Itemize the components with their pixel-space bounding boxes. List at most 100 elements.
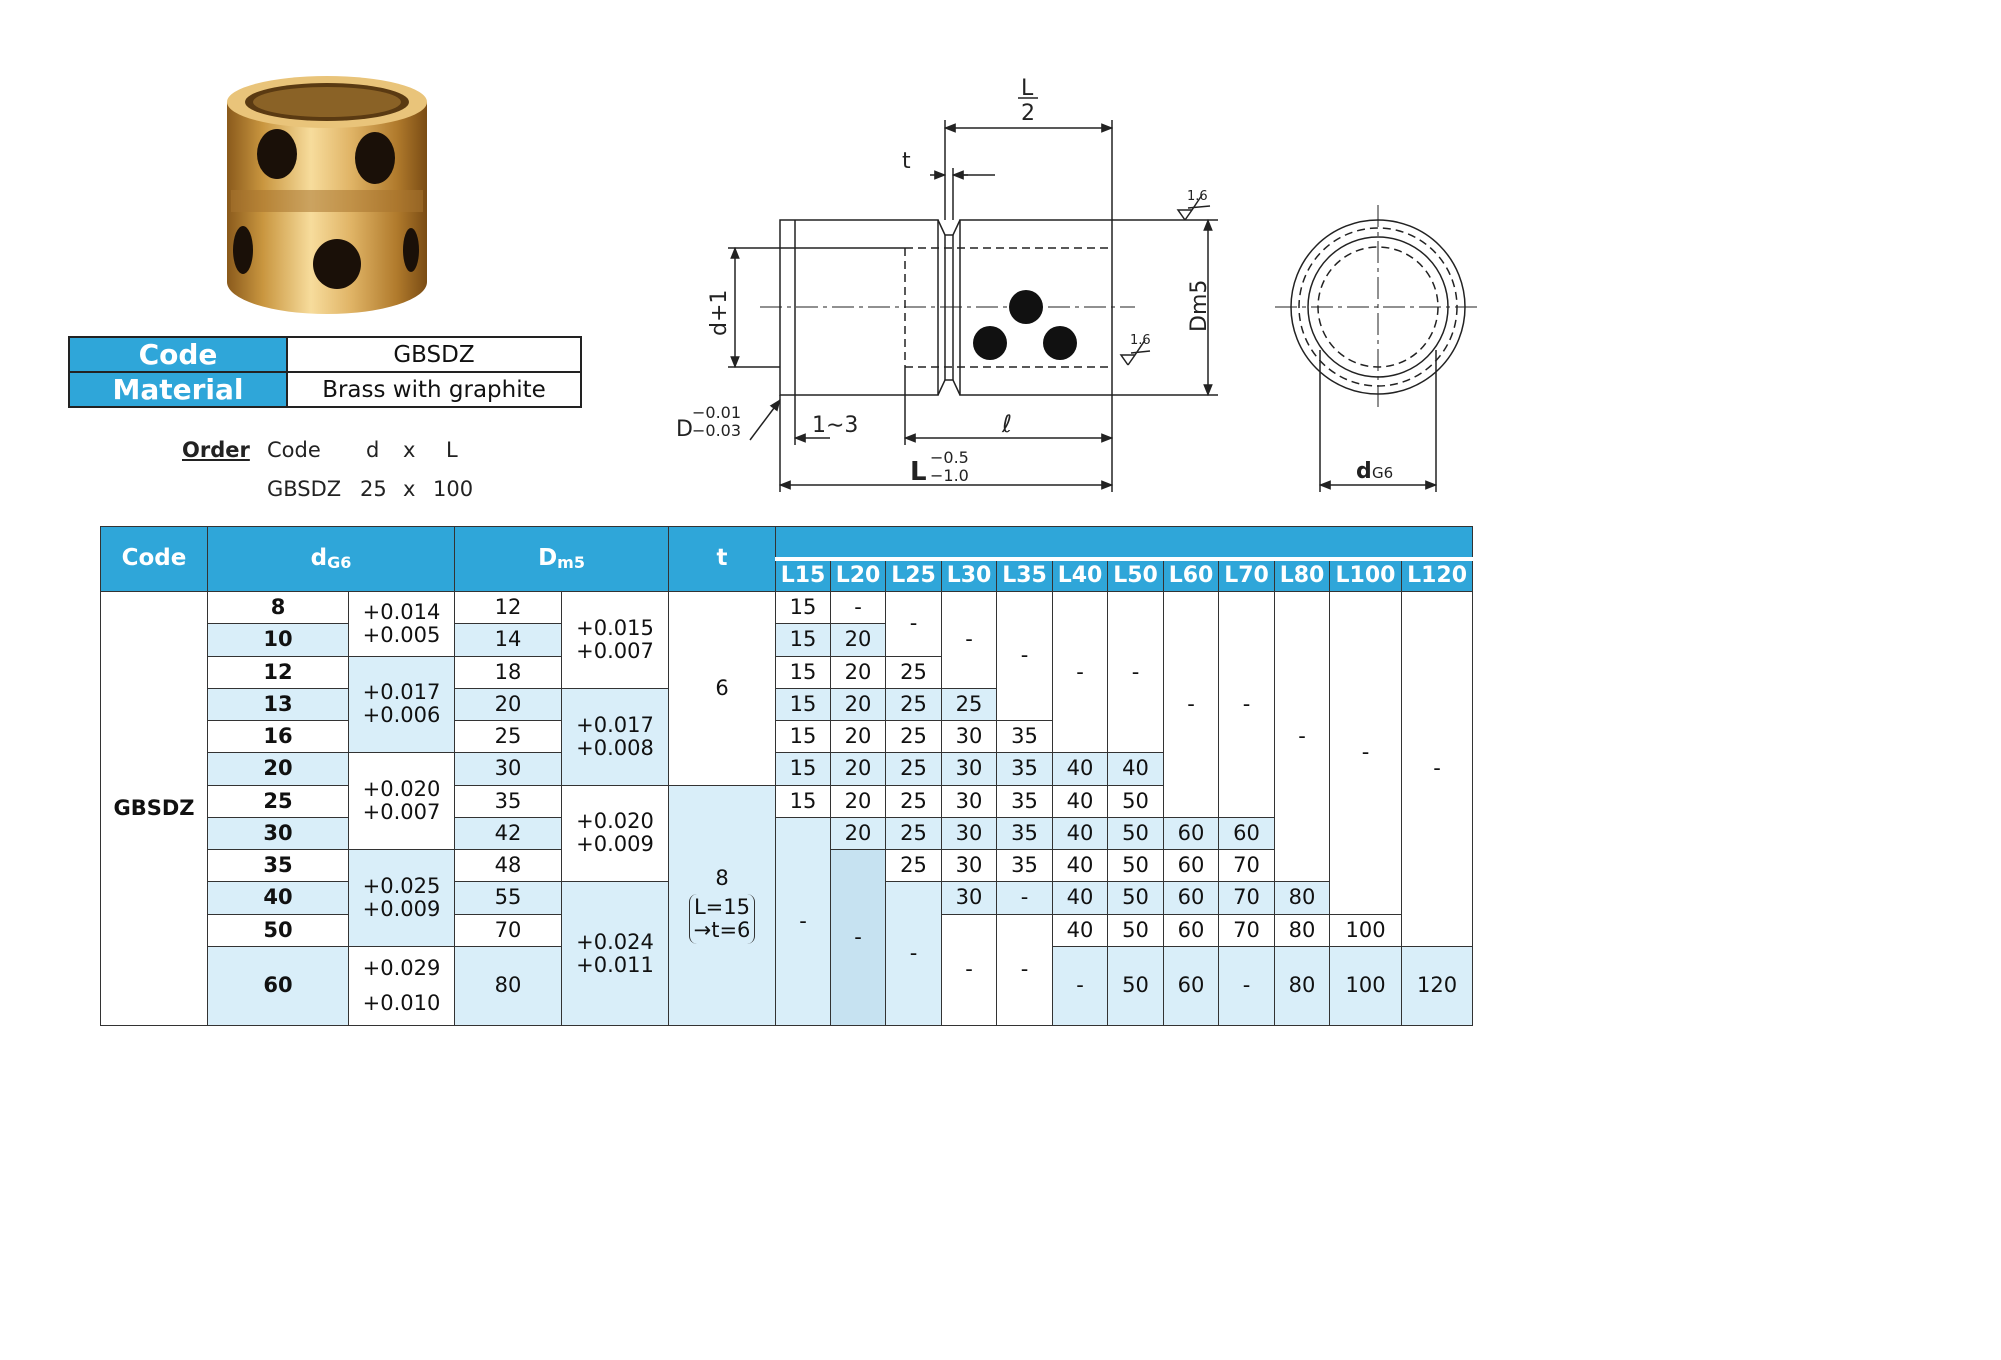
dim-D-upper-tol: −0.01 bbox=[692, 403, 741, 422]
D-cell: 30 bbox=[454, 752, 563, 786]
dim-L-half-den: 2 bbox=[1021, 101, 1035, 126]
len-cell: 25 bbox=[941, 687, 998, 722]
len-cell: 80 bbox=[1274, 881, 1331, 915]
len-cell: - bbox=[830, 849, 887, 1026]
len-cell: 80 bbox=[1274, 913, 1331, 947]
len-cell: 40 bbox=[1107, 752, 1165, 786]
len-cell: 30 bbox=[941, 719, 998, 754]
len-cell: 70 bbox=[1218, 881, 1276, 915]
len-cell: 30 bbox=[941, 752, 998, 786]
D-cell: 80 bbox=[454, 945, 563, 1027]
len-cell: 35 bbox=[996, 848, 1054, 883]
len-cell: 50 bbox=[1107, 913, 1165, 947]
len-cell: 120 bbox=[1401, 945, 1474, 1027]
len-cell: - bbox=[885, 881, 943, 1026]
len-cell: 100 bbox=[1329, 945, 1403, 1027]
len-cell: 20 bbox=[830, 655, 887, 689]
dim-d-plus: d+1 bbox=[707, 290, 732, 336]
D-tol-cell: +0.017+0.008 bbox=[561, 687, 670, 786]
d-cell: 40 bbox=[207, 881, 349, 915]
D-tol-cell: +0.020+0.009 bbox=[561, 784, 670, 883]
order-ex-code: GBSDZ bbox=[267, 477, 342, 501]
header-L120: L120 bbox=[1401, 558, 1474, 592]
len-cell: 20 bbox=[830, 816, 887, 851]
D-cell: 18 bbox=[454, 655, 563, 689]
d-tol-cell: +0.017+0.006 bbox=[347, 655, 456, 754]
header-L20: L20 bbox=[830, 558, 887, 592]
header-L80: L80 bbox=[1274, 558, 1331, 592]
len-cell: - bbox=[885, 591, 943, 657]
D-cell: 55 bbox=[454, 881, 563, 915]
d-cell: 25 bbox=[207, 784, 349, 818]
dim-L-upper-tol: −0.5 bbox=[930, 448, 969, 467]
dim-D-lower-tol: −0.03 bbox=[692, 421, 741, 440]
len-cell: 40 bbox=[1052, 881, 1109, 915]
len-cell: 70 bbox=[1218, 848, 1276, 883]
D-cell: 12 bbox=[454, 590, 563, 625]
d-tol-cell: +0.020+0.007 bbox=[347, 752, 456, 850]
D-cell: 48 bbox=[454, 848, 563, 883]
order-ex-x: x bbox=[403, 477, 416, 501]
order-col-x: x bbox=[403, 438, 416, 462]
dim-range-1-3: 1∼3 bbox=[812, 413, 858, 438]
len-cell: 20 bbox=[830, 623, 887, 657]
table-row: 20 +0.020+0.007 30 15 20 25 30 35 40 40 bbox=[101, 752, 1473, 850]
dim-dG6-sub: G6 bbox=[1372, 464, 1393, 482]
len-cell: 20 bbox=[830, 752, 887, 786]
len-cell: - bbox=[1107, 590, 1165, 754]
d-cell: 13 bbox=[207, 687, 349, 722]
D-cell: 35 bbox=[454, 784, 563, 818]
code-value: GBSDZ bbox=[286, 336, 582, 373]
order-col-d: d bbox=[366, 438, 380, 462]
order-title: Order bbox=[182, 438, 250, 462]
table-row: 12 +0.017+0.006 18 15 20 25 bbox=[101, 655, 1473, 754]
len-cell: - bbox=[1218, 945, 1276, 1027]
len-cell: 60 bbox=[1218, 816, 1276, 851]
D-tol-cell: +0.015+0.007 bbox=[561, 591, 670, 689]
bushing-photo bbox=[227, 76, 427, 314]
len-cell: 50 bbox=[1107, 816, 1165, 851]
len-cell: 20 bbox=[830, 687, 887, 722]
material-value: Brass with graphite bbox=[286, 371, 582, 408]
header-L15: L15 bbox=[775, 558, 832, 592]
len-cell: 60 bbox=[1163, 848, 1220, 883]
len-cell: - bbox=[941, 913, 998, 1026]
len-cell: - bbox=[1401, 591, 1474, 947]
len-cell: - bbox=[830, 590, 887, 625]
spec-table: Code dG6 Dm5 t L15 L20 L25 L30 L35 L40 L… bbox=[100, 526, 1474, 1027]
order-col-code: Code bbox=[267, 438, 321, 462]
len-cell: 40 bbox=[1052, 816, 1109, 851]
len-cell: 50 bbox=[1107, 784, 1165, 818]
len-cell: 40 bbox=[1052, 913, 1109, 947]
D-cell: 25 bbox=[454, 719, 563, 754]
header-lengths-group bbox=[775, 526, 1474, 561]
dim-dG6: d bbox=[1356, 459, 1372, 484]
order-col-L: L bbox=[446, 438, 458, 462]
len-cell: 30 bbox=[941, 784, 998, 818]
header-L25: L25 bbox=[885, 558, 943, 592]
len-cell: 15 bbox=[775, 719, 832, 754]
len-cell: 15 bbox=[775, 623, 832, 657]
len-cell: 30 bbox=[941, 881, 998, 915]
len-cell: 15 bbox=[775, 590, 832, 625]
len-cell: 40 bbox=[1052, 752, 1109, 786]
len-cell: - bbox=[996, 881, 1054, 915]
d-cell: 12 bbox=[207, 655, 349, 689]
header-L30: L30 bbox=[941, 558, 998, 592]
len-cell: 25 bbox=[885, 655, 943, 689]
dim-t: t bbox=[902, 149, 911, 174]
len-cell: 25 bbox=[885, 816, 943, 851]
D-tol-cell: +0.024+0.011 bbox=[561, 881, 670, 1026]
d-tol-cell: +0.025+0.009 bbox=[347, 849, 456, 947]
len-cell: 60 bbox=[1163, 945, 1220, 1027]
len-cell: - bbox=[775, 816, 832, 1027]
table-row: 13 20 +0.017+0.008 15 20 25 25 bbox=[101, 687, 1473, 786]
len-cell: 60 bbox=[1163, 881, 1220, 915]
d-tol-cell: +0.029+0.010 bbox=[347, 945, 456, 1027]
order-ex-d: 25 bbox=[360, 477, 387, 501]
table-row: 30 42 - 20 25 30 35 40 50 60 60 bbox=[101, 816, 1473, 1027]
len-cell: 60 bbox=[1163, 816, 1220, 851]
d-cell: 20 bbox=[207, 752, 349, 786]
header-L50: L50 bbox=[1107, 558, 1165, 592]
header-D: Dm5 bbox=[454, 526, 670, 592]
